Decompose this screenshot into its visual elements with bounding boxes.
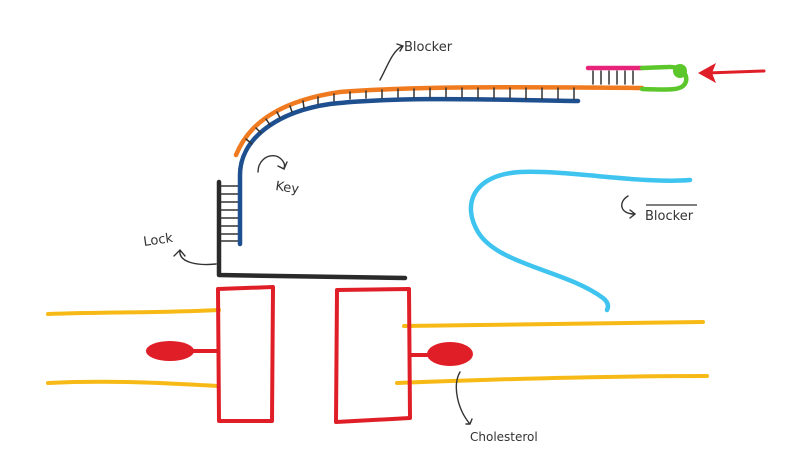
toehold-base-pairs [592, 70, 634, 85]
cholesterol-anchor-right [408, 342, 473, 366]
label-blocker-complement: Blocker [645, 209, 694, 224]
membrane-right-lower-line [395, 374, 709, 385]
cholesterol-right-blob [427, 342, 473, 366]
label-cholesterol: Cholesterol [470, 430, 538, 444]
cholesterol-anchor-left [146, 341, 220, 361]
membrane-right [395, 320, 709, 385]
annotation-arrows [173, 43, 637, 425]
free-blocker-complement-strand [468, 169, 693, 313]
cholesterol-left-blob [146, 341, 194, 361]
incoming-arrow [698, 63, 766, 83]
incoming-arrow-head [698, 63, 716, 83]
lock-pointer-arrow [173, 248, 217, 266]
lock-key-base-pairs [220, 185, 240, 242]
key-strand [237, 96, 581, 247]
pore-wall-right [334, 287, 412, 424]
label-key: Key [274, 179, 300, 197]
membrane-left [46, 308, 221, 388]
key-pointer-arrow [257, 155, 288, 173]
hairpin-fluorophore [673, 64, 687, 78]
incoming-arrow-shaft [705, 69, 766, 75]
pore-wall-left [216, 285, 275, 423]
membrane-right-upper-line [402, 320, 705, 328]
membrane-left-lower-line [46, 379, 220, 388]
blocker-key-base-pairs [245, 87, 575, 145]
label-lock: Lock [142, 231, 174, 250]
blocker-pointer-arrow [379, 43, 405, 81]
label-blocker: Blocker [404, 40, 453, 55]
lock-strand [216, 179, 408, 281]
blocker-complement-pointer-arrow [621, 195, 637, 219]
membrane-left-upper-line [46, 308, 221, 316]
blocker-strand [233, 84, 645, 158]
cholesterol-pointer-arrow [455, 371, 473, 425]
